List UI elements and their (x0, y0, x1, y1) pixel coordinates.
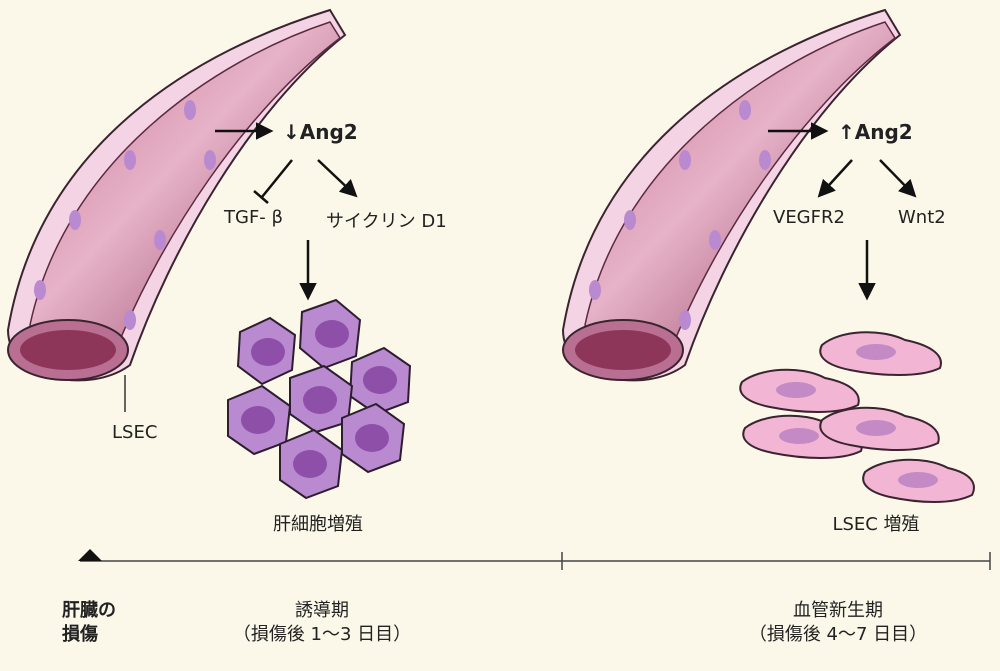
vegfr2-label: VEGFR2 (773, 207, 845, 228)
hepatocyte-proliferation-label: 肝細胞増殖 (273, 514, 363, 535)
cyclin-d1-label: サイクリン D1 (326, 211, 447, 232)
right-vessel (561, 8, 902, 382)
lsec-cells (739, 331, 975, 503)
wnt2-label: Wnt2 (898, 207, 946, 228)
lsec-proliferation-label: LSEC 増殖 (832, 514, 920, 535)
right-ang2-label: ↑Ang2 (838, 120, 913, 144)
liver-injury-label-line1: 肝臓の (62, 600, 116, 621)
injury-marker-icon (78, 549, 102, 561)
lsec-label: LSEC (112, 422, 158, 443)
angiogenesis-phase-subtitle: （損傷後 4～7 日目） (748, 624, 928, 645)
liver-injury-label-line2: 損傷 (62, 624, 98, 645)
right-arrows (768, 122, 917, 301)
timeline (78, 549, 991, 570)
left-arrows (215, 122, 358, 301)
left-ang2-label: ↓Ang2 (283, 120, 358, 144)
induction-phase-subtitle: （損傷後 1～3 日目） (232, 624, 412, 645)
hepatocyte-cluster (227, 298, 412, 500)
angiogenesis-phase-title: 血管新生期 (793, 600, 883, 621)
tgf-beta-label: TGF- β (224, 207, 284, 228)
left-vessel (6, 8, 347, 382)
induction-phase-title: 誘導期 (295, 600, 349, 621)
